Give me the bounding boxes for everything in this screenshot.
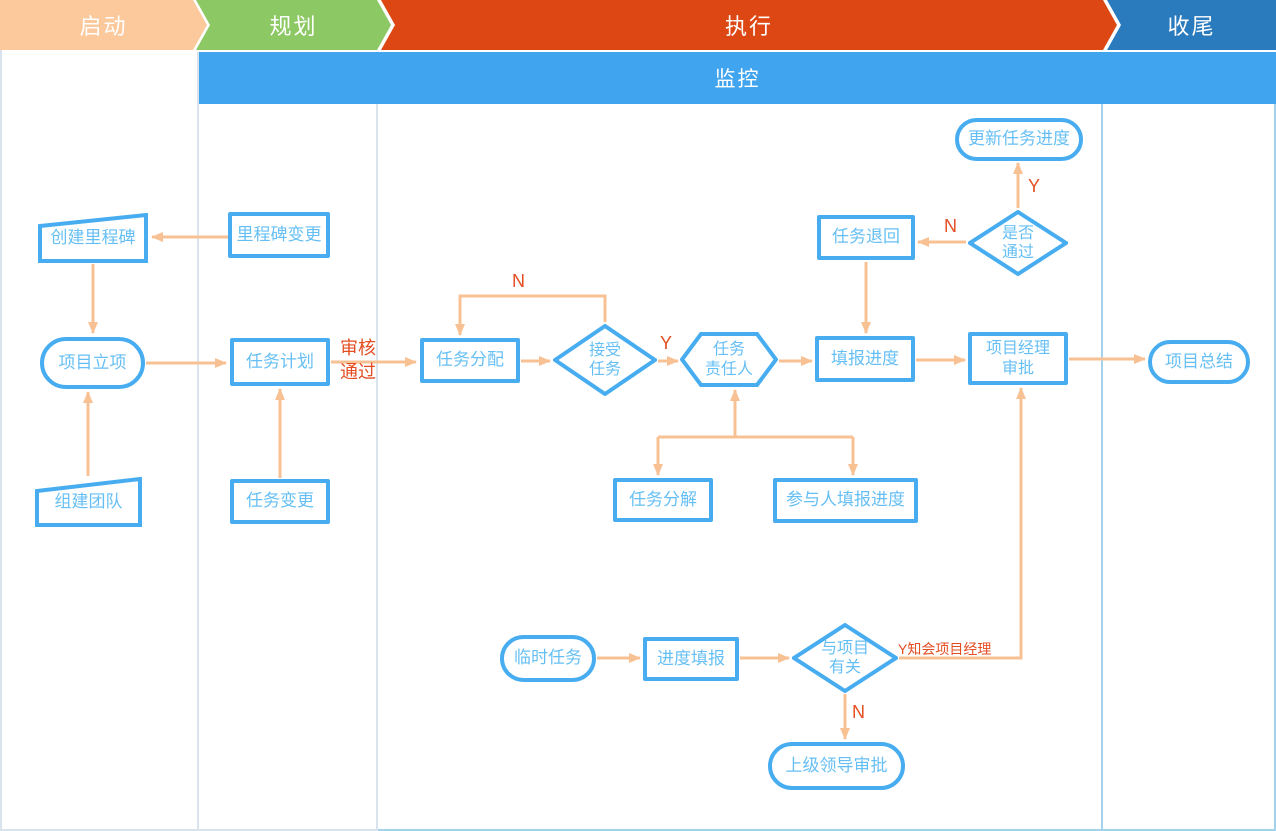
node-label: 任务分解: [629, 489, 697, 509]
node-label: 临时任务: [514, 648, 582, 668]
node-label: 进度填报: [657, 648, 725, 668]
node-temp-task[interactable]: 临时任务: [500, 635, 596, 682]
node-label: 上级领导审批: [785, 755, 888, 775]
node-pm-approval[interactable]: 项目经理 审批: [968, 332, 1068, 385]
edge-label-y-accept: Y: [660, 333, 673, 353]
frame-left-border: [0, 50, 2, 831]
node-participant-report[interactable]: 参与人填报进度: [773, 478, 918, 523]
phase-label-execution: 执行: [724, 14, 773, 39]
node-create-milestone[interactable]: 创建里程碑: [38, 213, 148, 263]
node-label: 填报进度: [831, 348, 899, 368]
node-label: 项目总结: [1165, 351, 1233, 371]
phase-header-execution: 执行: [381, 0, 1117, 50]
node-accept-task-decision[interactable]: 接受 任务: [553, 324, 657, 396]
frame-right-border: [1274, 104, 1276, 831]
edge-label-n-accept: N: [512, 271, 525, 291]
node-label: 项目立项: [58, 352, 127, 372]
diamond-shape: [553, 324, 657, 396]
node-progress-report[interactable]: 进度填报: [643, 637, 739, 681]
node-task-plan[interactable]: 任务计划: [230, 338, 330, 386]
diamond-shape: [792, 623, 898, 693]
node-leader-approval[interactable]: 上级领导审批: [768, 742, 905, 790]
node-report-progress[interactable]: 填报进度: [815, 336, 915, 382]
monitor-label: 监控: [714, 68, 761, 91]
node-label: 任务退回: [832, 227, 900, 247]
node-task-owner[interactable]: 任务 责任人: [680, 332, 778, 387]
node-task-assign[interactable]: 任务分配: [420, 338, 520, 383]
node-task-decompose[interactable]: 任务分解: [613, 478, 713, 522]
card-shape: [38, 213, 148, 263]
phase-header-planning: 规划: [196, 0, 391, 50]
node-task-return[interactable]: 任务退回: [817, 215, 915, 260]
edge-label-review-pass: 审核 通过: [340, 338, 376, 383]
divider-initiation-planning: [197, 52, 199, 831]
card-shape: [35, 477, 142, 527]
node-task-change[interactable]: 任务变更: [230, 479, 330, 524]
phase-label-initiation: 启动: [79, 14, 128, 39]
node-project-initiation[interactable]: 项目立项: [40, 337, 145, 389]
monitor-bar: 监控: [199, 52, 1276, 104]
edge-label-y-pass: Y: [1028, 176, 1041, 196]
frame-bottom-border-right: [378, 829, 1276, 831]
node-label: 参与人填报进度: [786, 490, 905, 510]
node-label: 项目经理 审批: [985, 340, 1050, 377]
divider-planning-execution: [376, 104, 378, 831]
phase-header-closing: 收尾: [1107, 0, 1276, 50]
node-label: 任务计划: [246, 351, 314, 371]
node-label: 任务变更: [246, 491, 314, 511]
node-pass-check-decision[interactable]: 是否 通过: [968, 210, 1068, 276]
edge-label-n-related: N: [852, 702, 865, 722]
edge-label-n-pass: N: [944, 216, 957, 236]
phase-header-initiation: 启动: [0, 0, 207, 50]
node-update-task-progress[interactable]: 更新任务进度: [955, 118, 1083, 161]
node-label: 任务分配: [436, 350, 504, 370]
diamond-shape: [968, 210, 1068, 276]
node-label: 里程碑变更: [236, 224, 322, 244]
divider-execution-closing: [1101, 104, 1103, 831]
node-label: 更新任务进度: [968, 129, 1070, 149]
node-project-summary[interactable]: 项目总结: [1148, 340, 1250, 384]
phase-label-planning: 规划: [269, 14, 318, 39]
frame-bottom-border-left: [0, 829, 378, 831]
hexagon-shape: [680, 332, 778, 387]
phase-label-closing: 收尾: [1167, 14, 1216, 39]
node-milestone-change[interactable]: 里程碑变更: [228, 212, 330, 258]
node-build-team[interactable]: 组建团队: [35, 477, 142, 527]
edge-label-y-related: Y知会项目经理: [898, 641, 992, 657]
node-related-check-decision[interactable]: 与项目 有关: [792, 623, 898, 693]
